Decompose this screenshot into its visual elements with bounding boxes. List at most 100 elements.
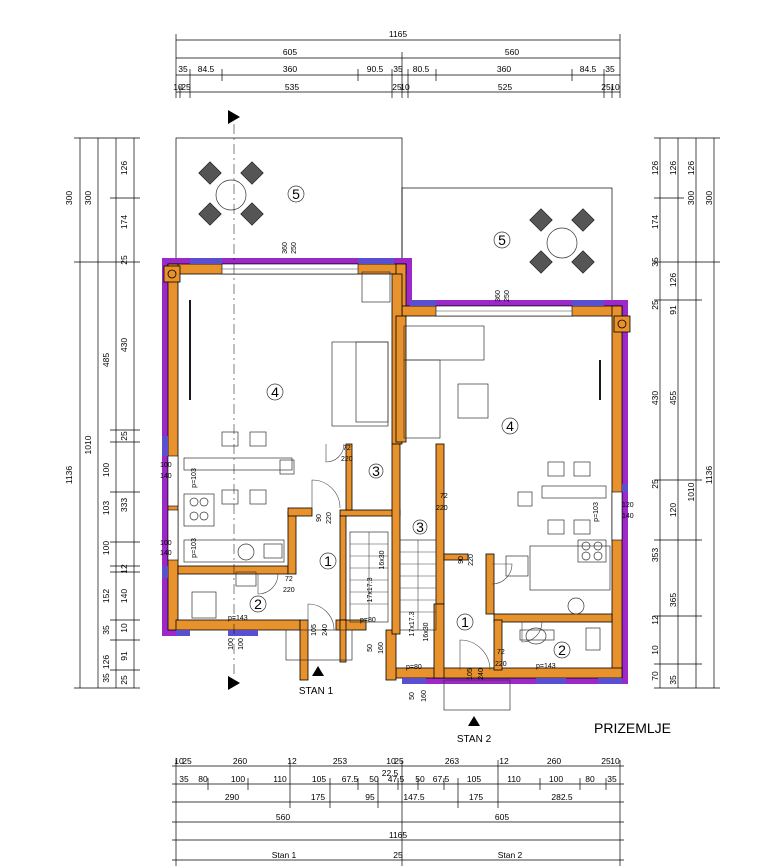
dim-top-905: 90.5 (367, 64, 384, 74)
door-c-h: 220 (326, 512, 333, 524)
door-e-h: 220 (283, 587, 295, 594)
dim-bot-263: 263 (445, 756, 459, 766)
dim-left-91: 91 (119, 651, 129, 661)
dim-left-1136: 1136 (64, 466, 74, 485)
dim-right-455: 455 (668, 391, 678, 405)
ent-1-w: 105 (311, 624, 318, 636)
door-f-h: 220 (495, 661, 507, 668)
top-dimension-chain: 1165 605 560 35 84.5 360 90.5 35 80.5 36… (173, 29, 621, 98)
win-left-1-p: p=103 (191, 468, 198, 488)
dim-bot-110b: 110 (507, 774, 521, 784)
dim-bot-35a: 35 (179, 774, 189, 784)
room-1-right: 1 (461, 614, 469, 630)
patio-table-right (529, 208, 595, 274)
dim-bot-50b: 50 (415, 774, 425, 784)
dim-bot-35b: 35 (607, 774, 617, 784)
dim-bot-1475: 147.5 (403, 792, 425, 802)
door-b-w: 72 (440, 493, 448, 500)
dim-top-525: 525 (498, 82, 512, 92)
entrance-steps: STAN 1 STAN 2 (285, 629, 511, 745)
dim-right-365: 365 (668, 593, 678, 607)
dim-bot-260a: 260 (233, 756, 247, 766)
dim-bot-10a: 10 (174, 756, 184, 766)
dim-bot-10c: 10 (610, 756, 620, 766)
dim-top-10a: 10 (173, 82, 183, 92)
ent-2-h2: 160 (421, 690, 428, 702)
dim-left-10: 10 (119, 623, 129, 633)
dim-right-126b: 126 (668, 161, 678, 175)
dim-bot-175a: 175 (311, 792, 325, 802)
opening-labels: 360 250 360 250 100 140 p=103 100 140 p=… (160, 242, 634, 702)
dim-left-12: 12 (119, 564, 129, 574)
dim-left-100a: 100 (101, 463, 111, 477)
win-left-2-p: p=103 (191, 538, 198, 558)
dim-left-333: 333 (119, 498, 129, 512)
dim-bot-12a: 12 (287, 756, 297, 766)
room-5-right: 5 (498, 232, 506, 248)
dim-left-103: 103 (101, 501, 111, 515)
dim-left-126b: 126 (101, 655, 111, 669)
door-a-w: 72 (343, 445, 351, 452)
dim-top-35a: 35 (178, 64, 188, 74)
dim-left-300-outer: 300 (64, 191, 74, 205)
dim-bot-105a: 105 (312, 774, 326, 784)
ent-2-h: 240 (478, 668, 485, 680)
ent-2-w2: 50 (409, 692, 416, 700)
win-left-2-h: 140 (160, 550, 172, 557)
dim-left-25a: 25 (119, 255, 129, 265)
room-1-left: 1 (324, 553, 332, 569)
win-left-1-h: 140 (160, 473, 172, 480)
dim-bot-80b: 80 (585, 774, 595, 784)
dim-bot-100a: 100 (231, 774, 245, 784)
ent-1-h2: 160 (378, 642, 385, 654)
room-3-left: 3 (372, 463, 380, 479)
dim-bot-25c: 25 (601, 756, 611, 766)
dim-left-35b: 35 (101, 673, 111, 683)
room-2-left: 2 (254, 596, 262, 612)
dim-left-300: 300 (83, 191, 93, 205)
win-right-w: 120 (622, 502, 634, 509)
dim-bot-475: 47.5 (388, 774, 405, 784)
win-left-1-w: 100 (160, 462, 172, 469)
stair-2-rise: 17x17.3 (409, 611, 416, 636)
dim-right-353: 353 (650, 548, 660, 562)
dim-left-1010: 1010 (83, 435, 93, 454)
door-c-w: 90 (316, 514, 323, 522)
dim-bot-260b: 260 (547, 756, 561, 766)
entrance-stan-1: STAN 1 (299, 686, 334, 697)
dim-bot-25a: 25 (182, 756, 192, 766)
ent-1-w2: 50 (367, 644, 374, 652)
door-a-h: 220 (341, 456, 353, 463)
dim-bot-2825: 282.5 (551, 792, 573, 802)
stair-1-rise: 17x17.3 (367, 577, 374, 602)
dim-left-430: 430 (119, 338, 129, 352)
win-left-2-w: 100 (160, 540, 172, 547)
dim-top-25a: 25 (181, 82, 191, 92)
dim-right-35b: 35 (668, 675, 678, 685)
win-top-a-h: 250 (291, 242, 298, 254)
dim-top-805: 80.5 (413, 64, 430, 74)
dim-right-126c: 126 (668, 273, 678, 287)
dim-top-35c: 35 (605, 64, 615, 74)
dim-bot-25b: 25 (394, 756, 404, 766)
dim-left-35a: 35 (101, 625, 111, 635)
door-d-w: 90 (458, 556, 465, 564)
dim-bot-total: 1165 (389, 830, 408, 840)
dim-right-10: 10 (650, 645, 660, 655)
door-e-w: 72 (285, 576, 293, 583)
dim-right-25b: 25 (650, 479, 660, 489)
dim-right-300: 300 (686, 191, 696, 205)
dim-right-1010: 1010 (686, 482, 696, 501)
dim-bot-675a: 67.5 (342, 774, 359, 784)
dim-right-1136: 1136 (704, 466, 714, 485)
win-bath-w: 100 (228, 638, 235, 650)
doors (257, 443, 543, 671)
dim-right-174: 174 (650, 215, 660, 229)
dim-top-10c: 10 (610, 82, 620, 92)
dim-bot-25d: 25 (393, 850, 403, 860)
dim-bot-12b: 12 (499, 756, 509, 766)
dim-bot-stan2: Stan 2 (498, 850, 523, 860)
dim-top-35b: 35 (393, 64, 403, 74)
dim-right-430: 430 (650, 391, 660, 405)
stair-1-tread: 16x30 (379, 550, 386, 569)
